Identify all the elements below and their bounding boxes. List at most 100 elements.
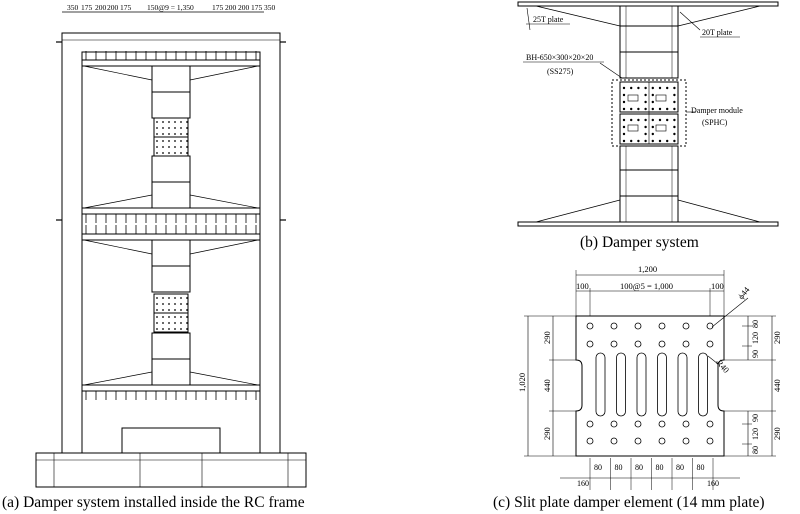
bolt-dot <box>186 303 188 305</box>
dim-bottom-strip: 80 <box>594 463 602 472</box>
bolt-hole <box>706 420 714 428</box>
dim-right-bot-a: 80 <box>751 446 760 454</box>
dim-a-left-3: 200 <box>107 3 119 12</box>
bolt-dot <box>174 328 176 330</box>
dim-a-center: 150@9 = 1,350 <box>147 3 194 12</box>
bolt-dot <box>622 118 626 122</box>
bolt-hole <box>634 437 642 445</box>
dim-a-right-1: 200 <box>225 3 237 12</box>
foundation <box>35 452 307 488</box>
bolt-dot <box>180 127 182 129</box>
dim-a-right-4: 350 <box>264 3 276 12</box>
bolt-dot <box>156 328 158 330</box>
bolt-dot <box>168 146 170 148</box>
bolt-dot <box>168 303 170 305</box>
bolt-dot <box>162 121 164 123</box>
upper-bh-section <box>619 5 679 79</box>
dim-bottom-edge-left: 160 <box>577 479 589 488</box>
bolt-dot <box>651 93 654 97</box>
bolt-dot <box>666 118 669 122</box>
dim-bottom-strip: 80 <box>697 463 705 472</box>
bolt-dot <box>156 309 158 311</box>
bolt-dot <box>174 297 176 299</box>
bolt-dot <box>156 316 158 318</box>
bolt-dot <box>666 107 669 111</box>
slit <box>677 352 688 417</box>
bolt-dot <box>168 316 170 318</box>
bolt-dot <box>644 107 647 111</box>
slit <box>698 352 708 417</box>
dim-a-left-2: 200 <box>95 3 107 12</box>
bolt-dot <box>622 139 626 143</box>
dim-height: 1,020 <box>517 373 527 392</box>
dim-a-right-3: 175 <box>251 3 263 12</box>
bolt-dot <box>630 139 633 143</box>
panel-a-frame-elevation: 350 175 200 200 175 150@9 = 1,350 175 20… <box>35 3 307 488</box>
bolt-dot <box>673 93 676 97</box>
bolt-dot <box>651 132 654 136</box>
bolt-hole <box>586 437 594 445</box>
bolt-dot <box>174 127 176 129</box>
bolt-dot <box>162 152 164 154</box>
bolt-dot <box>168 328 170 330</box>
dim-edge-left: 100 <box>576 281 589 291</box>
bolt-dot <box>644 86 647 90</box>
bolt-dot <box>622 132 626 136</box>
bolt-dot <box>162 146 164 148</box>
bolt-dot <box>622 125 626 129</box>
rc-frame-inner <box>81 51 261 454</box>
bolt-hole <box>706 437 714 445</box>
bolt-dot <box>673 132 676 136</box>
bolt-dot <box>174 322 176 324</box>
caption-panel-b: (b) Damper system <box>580 234 699 251</box>
bolt-dot <box>156 133 158 135</box>
bolt-dot <box>156 297 158 299</box>
bolt-dot <box>658 118 662 122</box>
bolt-dot <box>180 133 182 135</box>
bolt-dot <box>162 140 164 142</box>
dim-bottom-strip: 80 <box>656 463 664 472</box>
bolt-dot <box>622 86 626 90</box>
dim-a-right-0: 175 <box>212 3 224 12</box>
dim-right-bot-total: 290 <box>772 427 782 440</box>
bolt-dot <box>180 328 182 330</box>
bolt-dot <box>658 107 662 111</box>
bolt-dot <box>673 100 676 104</box>
dim-bottom-strip: 80 <box>635 463 643 472</box>
bolt-dot <box>156 140 158 142</box>
bolt-dot <box>180 146 182 148</box>
slit <box>657 352 667 417</box>
bolt-dot <box>666 86 669 90</box>
panel-c-slit-plate: 1,200 100 100@5 = 1,000 100 ϕ44 R40 1,02… <box>517 264 782 490</box>
bolt-dot <box>174 146 176 148</box>
bolt-dot <box>651 125 654 129</box>
label-25t-plate: 25T plate <box>533 15 564 24</box>
bolt-dot <box>651 107 654 111</box>
bolt-dot <box>162 322 164 324</box>
bolt-dot <box>156 121 158 123</box>
bolt-dot <box>174 309 176 311</box>
bolt-hole <box>610 437 618 445</box>
bolt-dot <box>186 152 188 154</box>
dim-bottom-strip: 80 <box>615 463 623 472</box>
bolt-dot <box>180 297 182 299</box>
bolt-dot <box>174 316 176 318</box>
bolt-hole <box>682 340 690 348</box>
bolt-dot <box>174 121 176 123</box>
bolt-dot <box>644 93 647 97</box>
dim-hole-diameter: ϕ44 <box>736 284 752 301</box>
bolt-dot <box>673 125 676 129</box>
bolt-dot <box>162 127 164 129</box>
bolt-dot <box>186 127 188 129</box>
bolt-dot <box>156 322 158 324</box>
bottom-plate <box>517 221 779 227</box>
lower-bh-section <box>619 145 679 223</box>
steel-beam-4 <box>81 384 261 392</box>
bolt-dot <box>180 316 182 318</box>
dim-bottom-strip: 80 <box>676 463 684 472</box>
dim-right-top-total: 290 <box>772 331 782 344</box>
bolt-dot <box>630 86 633 90</box>
dim-pitch: 100@5 = 1,000 <box>620 281 673 291</box>
bolt-dot <box>644 139 647 143</box>
steel-beam-2 <box>81 207 261 215</box>
